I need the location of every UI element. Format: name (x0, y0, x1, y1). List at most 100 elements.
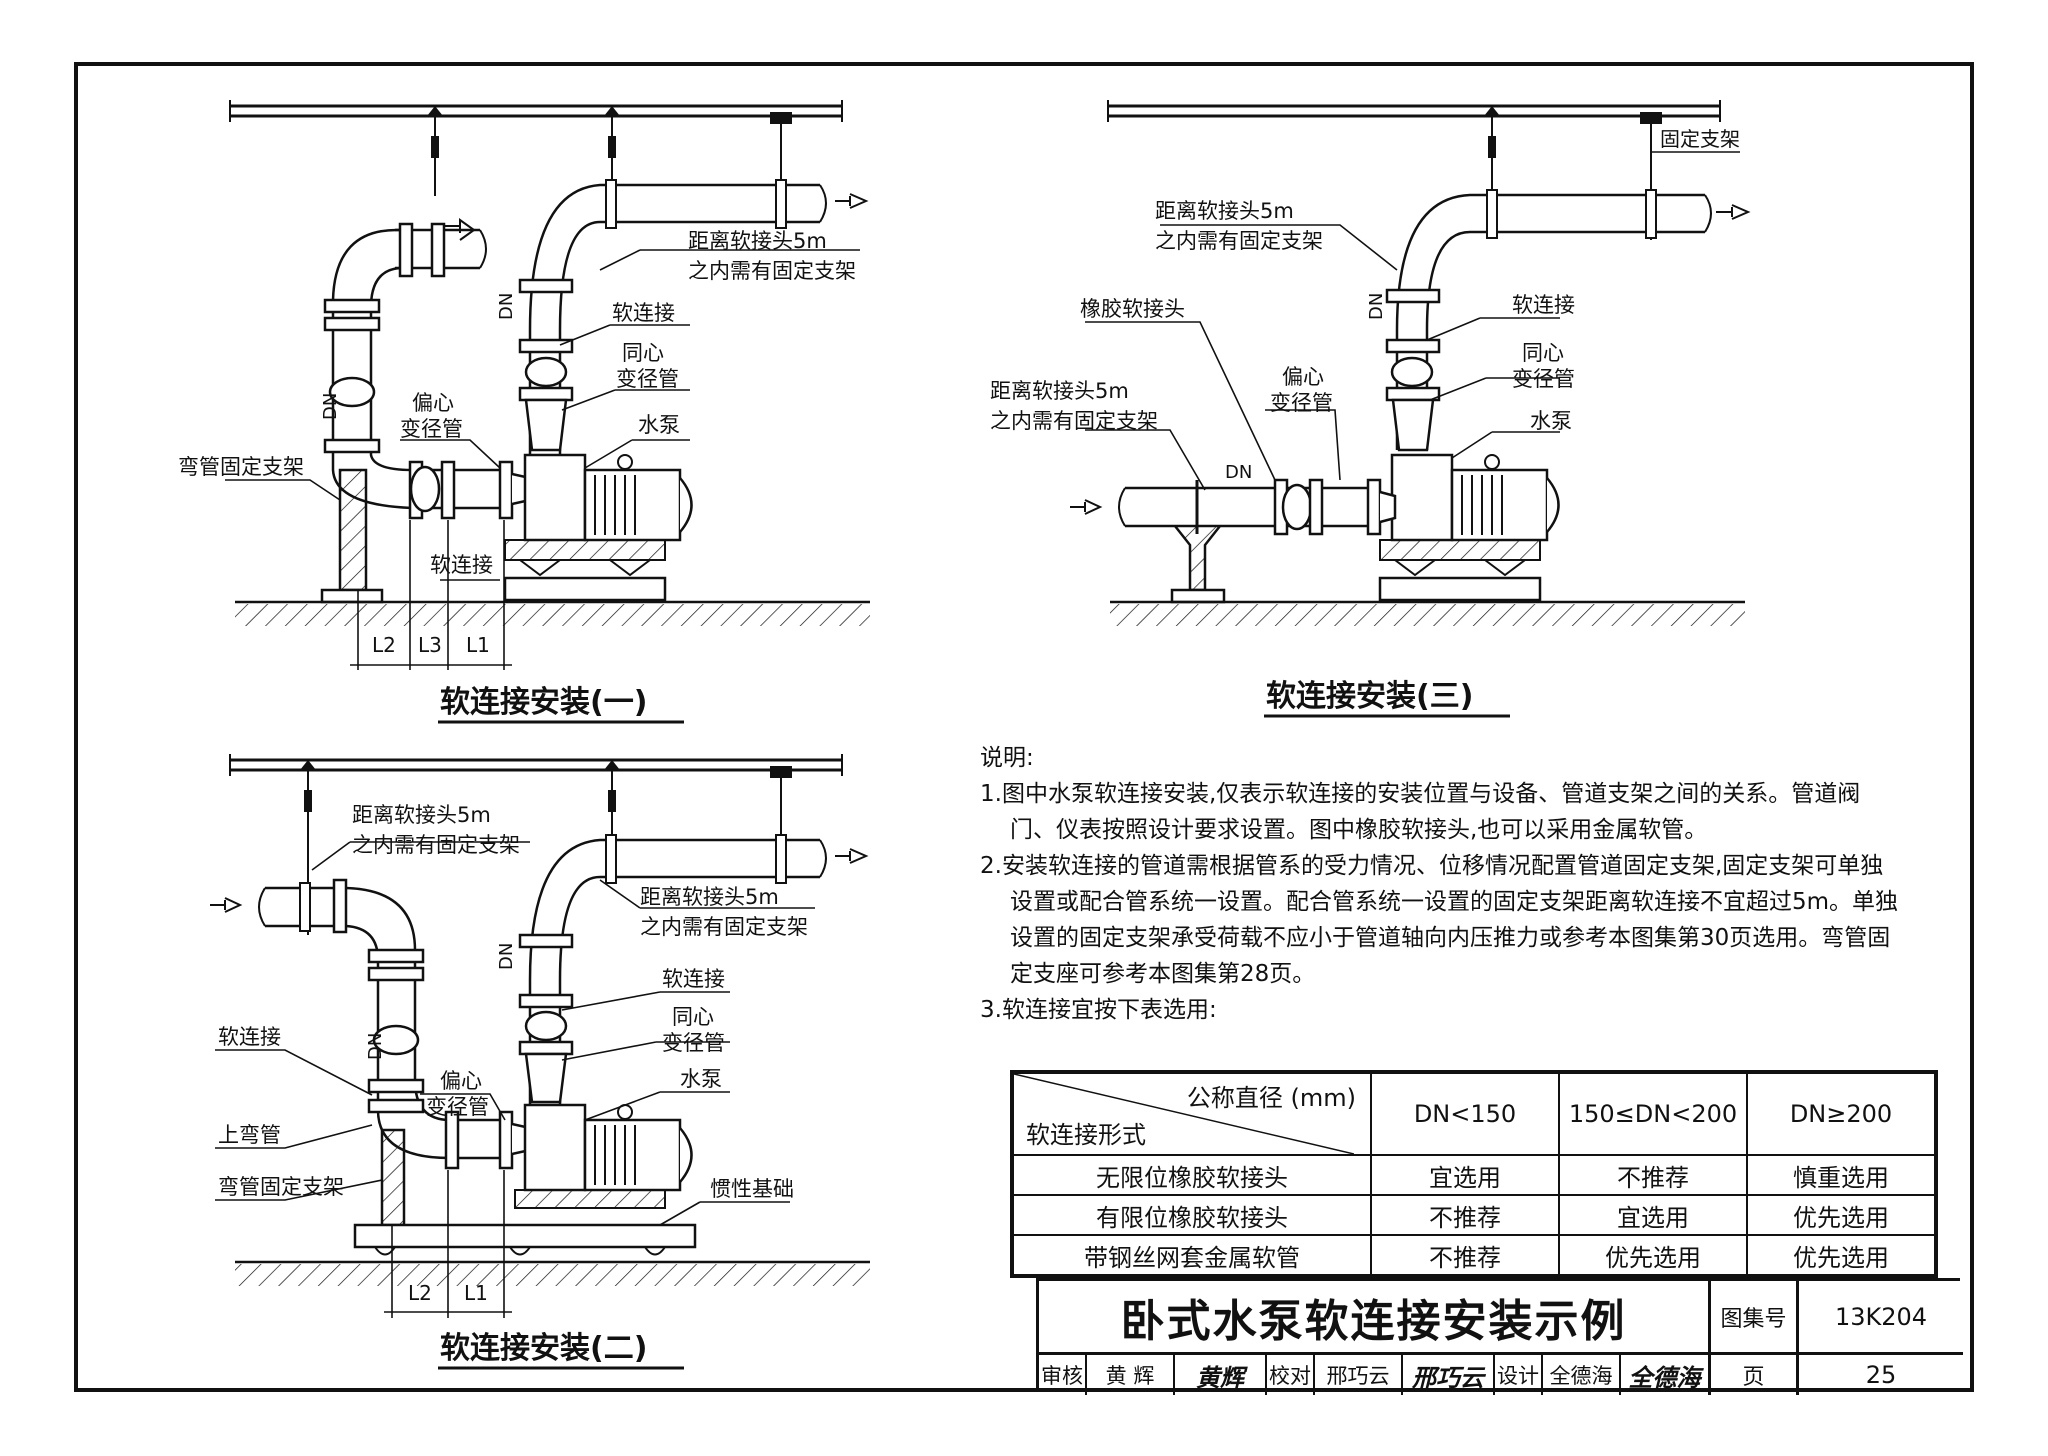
fig3-dn-horizontal: DN (1225, 462, 1252, 483)
fig2-dn-left: DN (365, 1033, 386, 1060)
table-row: 有限位橡胶软接头 不推荐 宜选用 优先选用 (1011, 1194, 1937, 1236)
fig1-dim-l2: L2 (372, 633, 396, 657)
table-cell: 优先选用 (1746, 1194, 1937, 1236)
reviewer-name: 黄 辉 (1087, 1355, 1175, 1395)
review-label: 审核 (1039, 1355, 1087, 1395)
fig1-label-concentric-1: 同心 (622, 341, 664, 365)
fig3-note-top-2: 之内需有固定支架 (1155, 229, 1323, 253)
col-header-2: 150≤DN<200 (1558, 1071, 1748, 1156)
fig3-title: 软连接安装(三) (1266, 679, 1473, 714)
fig1-label-soft-joint: 软连接 (612, 301, 675, 325)
signature-row: 审核 黄 辉 黄辉 校对 邢巧云 邢巧云 设计 全德海 全德海 (1039, 1355, 1711, 1395)
fig2-label-eccentric-1: 偏心 (440, 1069, 482, 1093)
notes-heading: 说明: (980, 745, 1034, 771)
note-item-3: 3.软连接宜按下表选用: (980, 997, 1217, 1023)
table-cell: 慎重选用 (1746, 1154, 1937, 1196)
fig2-note-right-1: 距离软接头5m (640, 885, 779, 909)
title-block: 卧式水泵软连接安装示例 图集号 13K204 审核 黄 辉 黄辉 校对 邢巧云 … (1036, 1278, 1963, 1395)
fig1-label-pump: 水泵 (638, 413, 680, 437)
check-label: 校对 (1267, 1355, 1315, 1395)
fig3-label-pump: 水泵 (1530, 409, 1572, 433)
note-item-2: 2.安装软连接的管道需根据管系的受力情况、位移情况配置管道固定支架,固定支架可单… (980, 853, 1899, 987)
fig2-label-upper-elbow: 上弯管 (218, 1123, 281, 1147)
fig1-label-soft-joint-low: 软连接 (430, 553, 493, 577)
table-cell: 优先选用 (1558, 1234, 1748, 1277)
reviewer-signature: 黄辉 (1175, 1355, 1267, 1395)
fig1-label-elbow-support: 弯管固定支架 (178, 455, 304, 479)
row-name: 带钢丝网套金属软管 (1011, 1234, 1372, 1277)
fig1-note-fixed-1: 距离软接头5m (688, 229, 827, 253)
drawing-title: 卧式水泵软连接安装示例 (1039, 1281, 1711, 1355)
figure-1: L2 L3 L1 DN DN 距离软接头5m 之内需有固定支架 软连接 同心 变… (178, 100, 870, 724)
fig3-label-soft-joint: 软连接 (1512, 293, 1575, 317)
fig1-dn-right: DN (496, 293, 517, 320)
fig2-note-left-1: 距离软接头5m (352, 803, 491, 827)
designer-name: 全德海 (1543, 1355, 1621, 1395)
page-number: 25 (1865, 1361, 1897, 1389)
fig3-note-left-1: 距离软接头5m (990, 379, 1129, 403)
fig2-label-soft-joint-left: 软连接 (218, 1025, 281, 1049)
fig1-dn-left: DN (320, 393, 341, 420)
fig2-dim-l1: L1 (464, 1281, 488, 1305)
fig2-label-soft-joint-right: 软连接 (662, 967, 725, 991)
checker-name: 邢巧云 (1315, 1355, 1403, 1395)
fig3-label-eccentric-2: 变径管 (1270, 391, 1333, 415)
notes: 说明: 1.图中水泵软连接安装,仅表示软连接的安装位置与设备、管道支架之间的关系… (980, 740, 1900, 1028)
table-row: 无限位橡胶软接头 宜选用 不推荐 慎重选用 (1011, 1154, 1937, 1196)
table-cell: 不推荐 (1370, 1234, 1560, 1277)
fig2-dim-l2: L2 (408, 1281, 432, 1305)
selection-table: 公称直径 (mm) 软连接形式 DN<150 150≤DN<200 DN≥200… (1010, 1070, 1938, 1278)
note-item-1: 1.图中水泵软连接安装,仅表示软连接的安装位置与设备、管道支架之间的关系。管道阀… (980, 781, 1861, 843)
fig1-label-eccentric-1: 偏心 (412, 391, 454, 415)
fig3-label-eccentric-1: 偏心 (1282, 365, 1324, 389)
fig1-label-concentric-2: 变径管 (616, 367, 679, 391)
table-cell: 宜选用 (1370, 1154, 1560, 1196)
fig3-label-fixed-support: 固定支架 (1660, 127, 1740, 151)
table-cell: 优先选用 (1746, 1234, 1937, 1277)
table-cell: 不推荐 (1558, 1154, 1748, 1196)
fig1-title: 软连接安装(一) (440, 685, 647, 720)
fig2-label-pump: 水泵 (680, 1067, 722, 1091)
table-cell: 不推荐 (1370, 1194, 1560, 1236)
page-label: 页 (1711, 1355, 1799, 1395)
row-name: 有限位橡胶软接头 (1011, 1194, 1372, 1236)
fig3-note-left-2: 之内需有固定支架 (990, 409, 1158, 433)
row-name: 无限位橡胶软接头 (1011, 1154, 1372, 1196)
fig2-dn-right: DN (496, 943, 517, 970)
design-label: 设计 (1495, 1355, 1543, 1395)
fig2-label-eccentric-2: 变径管 (426, 1095, 489, 1119)
atlas-number: 13K204 (1799, 1281, 1963, 1355)
figure-3: DN DN 固定支架 距离软接头5m 之内需有固定支架 橡胶软接头 软连接 同心… (990, 100, 1751, 718)
fig1-dim-l3: L3 (418, 633, 442, 657)
checker-signature: 邢巧云 (1403, 1355, 1495, 1395)
atlas-number-label: 图集号 (1711, 1281, 1799, 1355)
figure-2: L2 L1 DN DN 距离软接头5m 之内需有固定支架 距离软接头5m 之内需… (210, 754, 870, 1370)
fig3-dn-vertical: DN (1366, 293, 1387, 320)
fig1-label-eccentric-2: 变径管 (400, 417, 463, 441)
fig2-note-right-2: 之内需有固定支架 (640, 915, 808, 939)
col-header-3: DN≥200 (1746, 1071, 1937, 1156)
fig3-label-rubber-joint: 橡胶软接头 (1080, 297, 1185, 321)
fig1-dim-l1: L1 (466, 633, 490, 657)
fig3-label-concentric-1: 同心 (1522, 341, 1564, 365)
fig2-note-left-2: 之内需有固定支架 (352, 833, 520, 857)
fig2-label-concentric-1: 同心 (672, 1005, 714, 1029)
diagonal-divider (1014, 1074, 1354, 1154)
table-row: 带钢丝网套金属软管 不推荐 优先选用 优先选用 (1011, 1234, 1937, 1277)
drawing-frame (74, 62, 1974, 1392)
table-header-row: 公称直径 (mm) 软连接形式 DN<150 150≤DN<200 DN≥200 (1011, 1071, 1937, 1156)
fig3-label-concentric-2: 变径管 (1512, 367, 1575, 391)
fig2-label-concentric-2: 变径管 (662, 1031, 725, 1055)
fig2-title: 软连接安装(二) (440, 1331, 647, 1366)
col-header-1: DN<150 (1370, 1071, 1560, 1156)
fig2-label-inertia-base: 惯性基础 (710, 1177, 794, 1201)
designer-signature: 全德海 (1628, 1362, 1701, 1392)
table-cell: 宜选用 (1558, 1194, 1748, 1236)
fig2-label-elbow-support: 弯管固定支架 (218, 1175, 344, 1199)
fig1-note-fixed-2: 之内需有固定支架 (688, 259, 856, 283)
fig3-note-top-1: 距离软接头5m (1155, 199, 1294, 223)
table-corner-header: 公称直径 (mm) 软连接形式 (1011, 1071, 1372, 1156)
header-nominal-diameter: 公称直径 (mm) (1186, 1084, 1356, 1112)
header-joint-type: 软连接形式 (1026, 1121, 1146, 1149)
